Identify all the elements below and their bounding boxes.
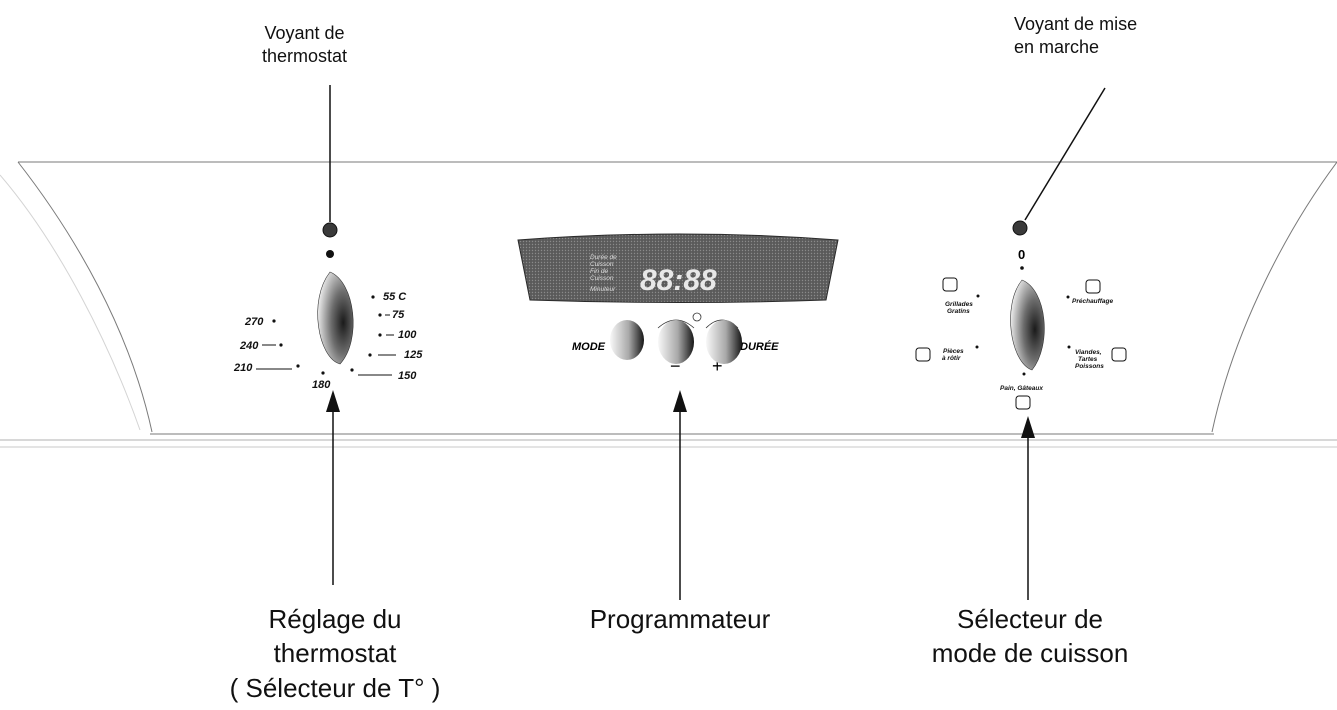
thermostat-arrow bbox=[326, 390, 340, 585]
display-label-duree: Durée de bbox=[590, 254, 617, 261]
mode-grillades: Grillades bbox=[945, 301, 973, 308]
temp-210: 210 bbox=[233, 362, 253, 374]
display-label-minuteur: Minuteur bbox=[590, 286, 616, 293]
temp-75: 75 bbox=[392, 309, 405, 321]
temp-240: 240 bbox=[239, 340, 259, 352]
display-label-fin: Fin de bbox=[590, 268, 608, 275]
temp-180: 180 bbox=[312, 379, 331, 391]
callout-power-light: Voyant de mise en marche bbox=[1014, 14, 1138, 57]
mode-button[interactable] bbox=[610, 320, 644, 360]
plus-button[interactable] bbox=[706, 320, 742, 364]
callout-mode-selector: Sélecteur de mode de cuisson bbox=[931, 604, 1129, 669]
thermostat-indicator-light bbox=[322, 222, 338, 238]
mode-pain-gateaux: Pain, Gâteaux bbox=[1000, 385, 1043, 392]
mode-pieces: Pièces bbox=[943, 348, 964, 355]
panel-outline bbox=[0, 161, 1337, 448]
temp-150: 150 bbox=[398, 370, 417, 382]
thermostat-knob[interactable] bbox=[317, 250, 354, 365]
minus-button[interactable] bbox=[658, 320, 694, 364]
programmer-buttons: MODE DURÉE − + bbox=[572, 312, 779, 376]
callout-thermostat-light: Voyant de thermostat bbox=[262, 23, 348, 66]
mode-tartes: Tartes bbox=[1078, 356, 1098, 363]
callout-programmer: Programmateur bbox=[589, 604, 771, 634]
mode-prechauffage: Préchauffage bbox=[1072, 298, 1113, 305]
temp-125: 125 bbox=[404, 349, 423, 361]
programmer-display: Durée de Cuisson Fin de Cuisson Minuteur… bbox=[517, 233, 839, 303]
plus-label: + bbox=[712, 356, 723, 376]
minus-label: − bbox=[670, 356, 681, 376]
temp-100: 100 bbox=[398, 329, 417, 341]
temp-270: 270 bbox=[244, 316, 264, 328]
temp-55: 55 C bbox=[383, 291, 407, 303]
mode-poissons: Poissons bbox=[1075, 363, 1104, 370]
mode-label: MODE bbox=[572, 341, 606, 353]
mode-a-rotir: à rôtir bbox=[942, 355, 961, 362]
duree-label: DURÉE bbox=[740, 340, 779, 353]
mode-gratins: Gratins bbox=[947, 308, 970, 315]
mode-selector-arrow bbox=[1021, 416, 1035, 600]
mode-scale: Grillades Gratins Pièces à rôtir Préchau… bbox=[915, 277, 1127, 410]
mode-zero: 0 bbox=[1018, 247, 1025, 262]
callout-thermostat-knob: Réglage du thermostat ( Sélecteur de T° … bbox=[229, 604, 441, 703]
display-label-cuisson-2: Cuisson bbox=[590, 275, 614, 282]
power-indicator-light bbox=[1012, 220, 1028, 236]
thermostat-scale: 270 240 210 180 55 C 75 100 125 150 bbox=[233, 291, 423, 391]
mode-viandes: Viandes, bbox=[1075, 349, 1102, 356]
power-light-leader bbox=[1024, 87, 1106, 221]
display-digits: 88:88 bbox=[640, 264, 717, 297]
display-label-cuisson-1: Cuisson bbox=[590, 261, 614, 268]
programmer-arrow bbox=[673, 390, 687, 600]
mode-selector-knob[interactable] bbox=[1010, 266, 1045, 371]
